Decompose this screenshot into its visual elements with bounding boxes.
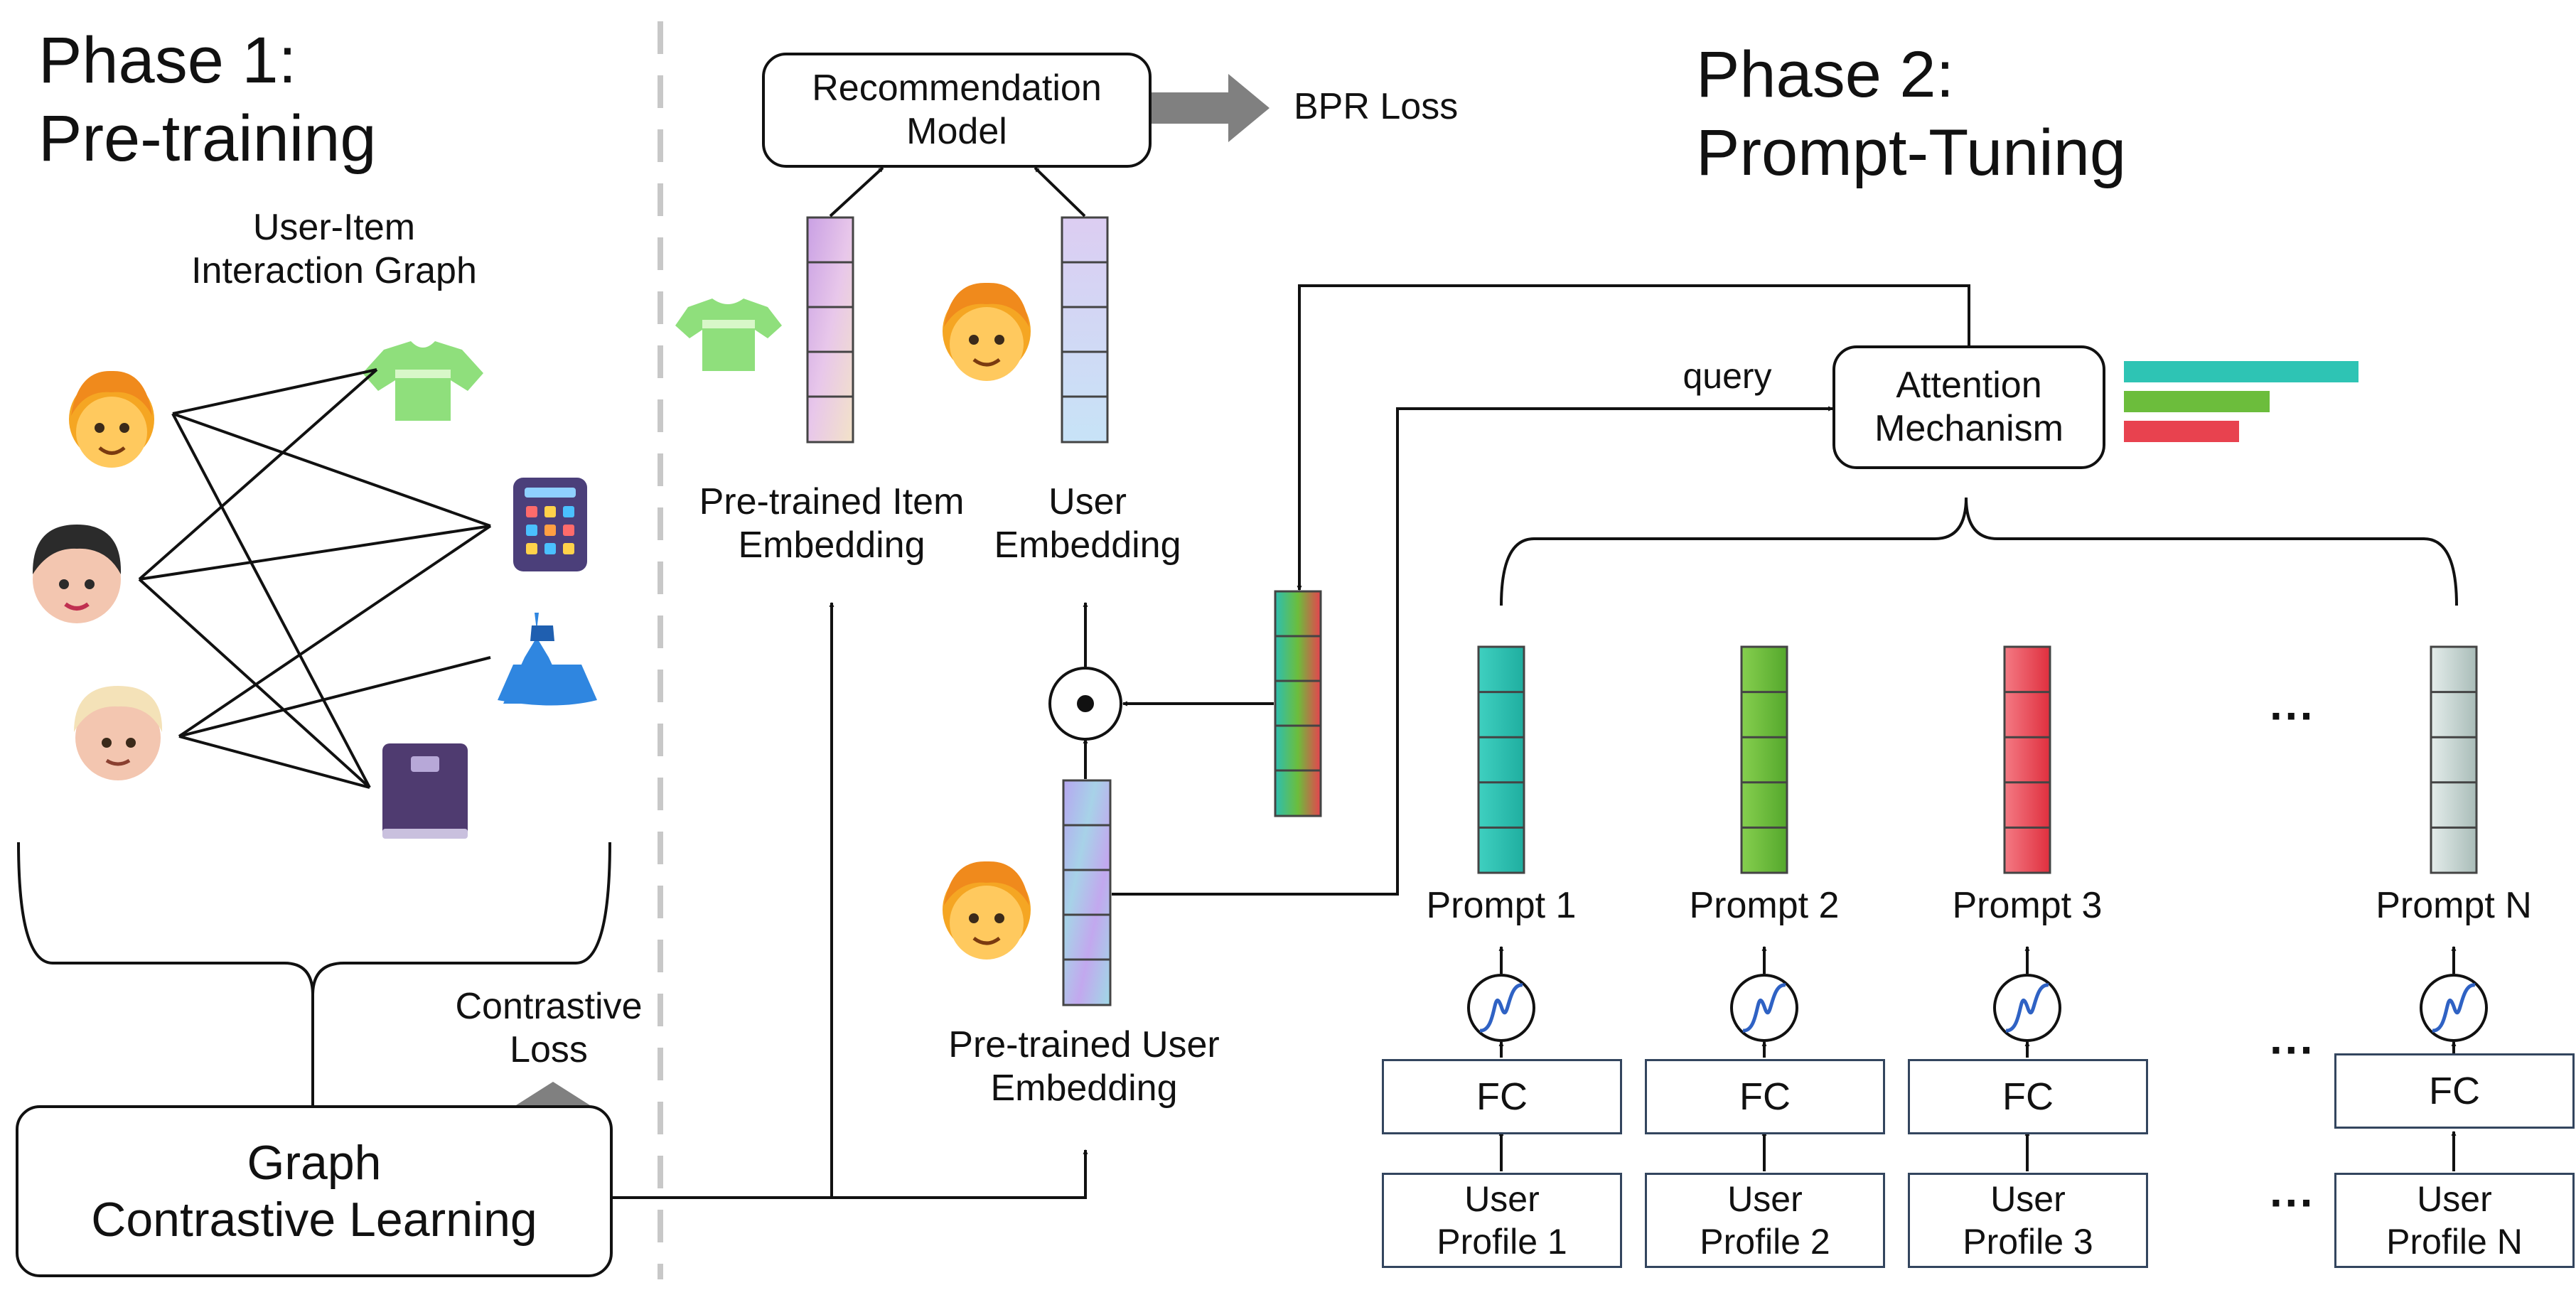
user-bottom-small-icon: [943, 861, 1031, 960]
graph-edges: [138, 368, 492, 789]
prompts-brace: [1500, 497, 2458, 606]
prompt-vector-2: [1740, 645, 1788, 874]
sigmoid-icon-4: [2420, 974, 2488, 1042]
ellipsis-3: ···: [2270, 1177, 2315, 1228]
prompt-column-3: [1993, 645, 2061, 1171]
prompt-column-4: [2420, 645, 2488, 1171]
attention-mechanism-box[interactable]: Attention Mechanism: [1832, 345, 2105, 469]
user-top-small-icon: [943, 282, 1031, 381]
item-embedding-label: Pre-trained Item Embedding: [699, 481, 965, 566]
bpr-loss-label: BPR Loss: [1294, 86, 1459, 127]
dress-icon: [498, 613, 597, 706]
user-profile-box-3[interactable]: User Profile 3: [1908, 1173, 2148, 1268]
prompt-column-1: [1467, 645, 1535, 1171]
user-to-model-arrow: [1034, 166, 1086, 217]
query-arrow: [1112, 409, 1832, 896]
prompt-label-3: Prompt 3: [1952, 885, 2103, 926]
user-embedding-vector: [1061, 216, 1109, 444]
gcl-output-line: [610, 1150, 1085, 1199]
attention-bar-3: [2124, 421, 2239, 442]
phase1-title: Phase 1: Pre-training: [38, 21, 377, 178]
prompt-label-1: Prompt 1: [1426, 885, 1577, 926]
user-black-hair-icon: [32, 525, 122, 623]
fc-layer-box-2[interactable]: FC: [1645, 1059, 1885, 1134]
phase2-line1: Phase 2:: [1696, 38, 1955, 111]
fc-layer-box-1[interactable]: FC: [1382, 1059, 1622, 1134]
item-embedding-vector: [806, 216, 854, 444]
sigmoid-icon-3: [1993, 974, 2061, 1042]
prompt-vector-4: [2430, 645, 2478, 874]
aggregated-prompt-vector: [1274, 590, 1322, 817]
tshirt-small-icon: [675, 299, 782, 371]
item-to-model-arrow: [829, 166, 884, 217]
calculator-icon: [513, 478, 587, 571]
phase2-title: Phase 2: Prompt-Tuning: [1696, 36, 2126, 193]
graph-brace: [17, 842, 611, 1105]
user-orange-hair-icon: [69, 370, 154, 468]
fc-layer-box-4[interactable]: FC: [2334, 1053, 2575, 1129]
elementwise-product-icon: [1048, 667, 1122, 741]
fc-layer-box-3[interactable]: FC: [1908, 1059, 2148, 1134]
prompt-vector-1: [1477, 645, 1525, 874]
ellipsis-1: ···: [2270, 690, 2315, 741]
bpr-loss-arrow: [1150, 74, 1270, 142]
prompt-label-4: Prompt N: [2376, 885, 2532, 926]
prompt-label-2: Prompt 2: [1689, 885, 1840, 926]
sigmoid-icon-2: [1730, 974, 1798, 1042]
phase1-line1: Phase 1:: [38, 24, 297, 97]
prompt-vector-3: [2003, 645, 2051, 874]
tshirt-icon: [363, 341, 483, 421]
book-icon: [382, 743, 468, 839]
user-profile-box-4[interactable]: User Profile N: [2334, 1173, 2575, 1268]
attention-bar-1: [2124, 361, 2358, 382]
attention-to-prompt-arrow: [1299, 284, 1970, 590]
attention-bar-2: [2124, 391, 2270, 412]
recommendation-model-box[interactable]: Recommendation Model: [762, 53, 1152, 168]
prompt-column-2: [1730, 645, 1798, 1171]
user-blonde-hair-icon: [74, 686, 163, 780]
phase1-line2: Pre-training: [38, 102, 377, 176]
gcl-box[interactable]: Graph Contrastive Learning: [16, 1105, 613, 1277]
attention-weight-bars: [2124, 361, 2358, 442]
pretrained-user-embedding-label: Pre-trained User Embedding: [948, 1024, 1220, 1109]
user-profile-box-2[interactable]: User Profile 2: [1645, 1173, 1885, 1268]
pretrained-user-embedding-vector: [1062, 779, 1112, 1006]
user-embedding-label: User Embedding: [994, 481, 1181, 566]
prompt-columns: [1467, 645, 2488, 1171]
ellipsis-2: ···: [2270, 1024, 2315, 1075]
phase2-line2: Prompt-Tuning: [1696, 117, 2127, 190]
graph-label: User-Item Interaction Graph: [191, 207, 477, 292]
sigmoid-icon-1: [1467, 974, 1535, 1042]
query-label: query: [1683, 356, 1772, 396]
user-profile-box-1[interactable]: User Profile 1: [1382, 1173, 1622, 1268]
contrastive-loss-label: Contrastive Loss: [455, 986, 643, 1071]
